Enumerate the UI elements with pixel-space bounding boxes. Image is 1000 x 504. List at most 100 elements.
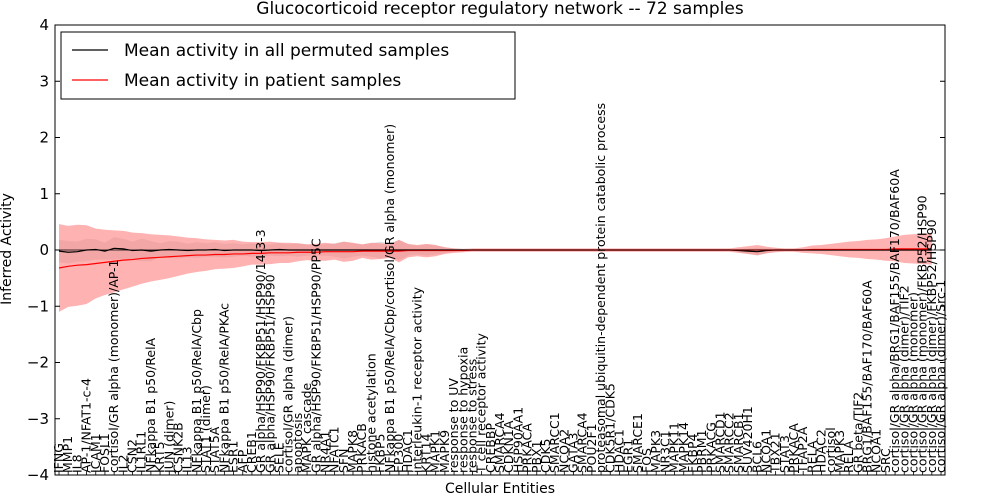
category-label: MAPK3 bbox=[648, 430, 663, 473]
category-label: SMARCA4 bbox=[492, 412, 507, 473]
category-label: NFkappa B1 p50/RelA/Cbp/cortisol/GR alph… bbox=[382, 124, 397, 473]
category-label: SMARCD1 bbox=[713, 411, 728, 473]
category-label: TFAP2A bbox=[795, 426, 810, 474]
category-label: GATA3 bbox=[566, 433, 581, 473]
category-label: HDAC1 bbox=[611, 429, 626, 473]
y-tick-label: 3 bbox=[39, 72, 49, 90]
category-label: PBRM1 bbox=[694, 429, 709, 473]
category-label: AP-1/NFAT1-c-4 bbox=[79, 378, 94, 473]
category-label: RELA bbox=[841, 440, 856, 473]
category-label: cortisol/GR alpha (dimer)/FKBP52/HSP90 bbox=[924, 219, 939, 473]
category-label: cortisol/GR alpha/BRG1/BAF155/BAF170/BAF… bbox=[887, 169, 902, 473]
category-label: EGR1 bbox=[621, 439, 636, 473]
chart-title: Glucocorticoid receptor regulatory netwo… bbox=[256, 0, 744, 19]
category-label: IL8 bbox=[69, 454, 84, 473]
category-label: MAPK9 bbox=[437, 430, 452, 473]
legend-label-permuted: Mean activity in all permuted samples bbox=[124, 41, 449, 61]
category-label: T cell receptor activity bbox=[474, 333, 489, 474]
category-label: ICAM1 bbox=[88, 433, 103, 473]
category-label: SMARCA4 bbox=[575, 412, 590, 473]
confidence-bands bbox=[59, 224, 932, 312]
category-label: SMARCE1 bbox=[630, 413, 645, 473]
category-label: TBX21 bbox=[768, 432, 783, 474]
category-label: PRKACA bbox=[520, 423, 535, 473]
category-label: PRKACA bbox=[786, 423, 801, 473]
band-series-1 bbox=[59, 224, 932, 312]
category-label: CREBBP bbox=[483, 423, 498, 473]
category-label: apoptosis bbox=[290, 413, 305, 473]
category-label: KRT5 bbox=[152, 441, 167, 473]
category-label: FOS bbox=[639, 448, 654, 473]
category-label: FKBP4 bbox=[685, 433, 700, 473]
category-label: KRT14 bbox=[419, 433, 434, 473]
y-tick-label: 1 bbox=[39, 185, 49, 203]
category-label: HDAC2 bbox=[814, 429, 829, 473]
category-label: CDKN1A bbox=[501, 420, 516, 473]
legend-box bbox=[60, 31, 516, 100]
category-label: FOSL1 bbox=[97, 433, 112, 473]
category-label: MAPK11 bbox=[667, 422, 682, 473]
y-tick-label: −4 bbox=[27, 466, 49, 484]
category-label: IL13 bbox=[180, 446, 195, 473]
category-label: NCOA1 bbox=[758, 429, 773, 473]
category-label: SRC bbox=[878, 448, 893, 473]
category-label: STAT5A bbox=[207, 426, 222, 473]
legend-label-patient: Mean activity in patient samples bbox=[124, 71, 401, 91]
category-label: NCOA1 bbox=[869, 429, 884, 473]
category-label: NFkappa B1 p50/RelA/PKAc bbox=[216, 303, 231, 473]
category-label: HSP90AA1 bbox=[510, 407, 525, 473]
category-label: histone acetylation bbox=[363, 353, 378, 473]
category-label: STAT1 (dimer) bbox=[198, 385, 213, 473]
category-label: MAPK cascade bbox=[299, 382, 314, 473]
category-label: GR alpha/HSP90/FKBP51/HSP90/PP5C bbox=[308, 238, 323, 473]
category-label: NFkappa B1 p50/RelA/Cbp bbox=[189, 309, 204, 473]
category-label: RELA bbox=[804, 440, 819, 473]
category-label: SELE bbox=[272, 442, 287, 473]
category-label: cortisol bbox=[823, 427, 838, 473]
category-label: JUN (dimer) bbox=[161, 401, 176, 474]
category-label: BCL6 bbox=[749, 441, 764, 473]
category-label: GR alpha/HSP90/FKBP51/HSP90 bbox=[262, 274, 277, 473]
category-label: GR alpha/HSP90/FKBP51/HSP90/14-3-3 bbox=[253, 229, 268, 473]
category-label: SMARCB1 bbox=[731, 412, 746, 473]
category-labels: IFNGMMP1IL8AP-1/NFAT1-c-4ICAM1FOSL1corti… bbox=[51, 103, 948, 475]
category-label: ESR1 bbox=[226, 441, 241, 473]
x-axis-label: Cellular Entities bbox=[445, 481, 555, 497]
category-label: IL2 bbox=[115, 454, 130, 473]
category-label: CSNK2B bbox=[170, 422, 185, 473]
category-label: NFATC1 bbox=[327, 426, 342, 473]
y-tick-label: 0 bbox=[39, 241, 49, 259]
category-label: FKBP5 bbox=[373, 434, 388, 473]
category-label: SMARCC1 bbox=[547, 412, 562, 473]
category-label: MAPK14 bbox=[676, 422, 691, 473]
category-label: BRG1/BAF155/BAF170/BAF60A bbox=[860, 280, 875, 473]
category-label: SFN bbox=[336, 449, 351, 473]
category-label: SUV420H1 bbox=[740, 406, 755, 473]
category-label: NR3C1 bbox=[657, 430, 672, 473]
category-label: MAPK3 bbox=[832, 430, 847, 473]
y-tick-label: −3 bbox=[27, 410, 49, 428]
category-label: proteasomal ubiquitin-dependent protein … bbox=[593, 103, 608, 473]
category-label: response to stress bbox=[464, 359, 479, 473]
category-label: NFkappa B1 p50/RelA bbox=[143, 337, 158, 473]
category-label: PBX1 bbox=[529, 440, 544, 473]
category-label: response to UV bbox=[446, 378, 461, 473]
category-label: CDK5R1/CDK5 bbox=[602, 383, 617, 473]
category-label: AFP bbox=[235, 449, 250, 473]
category-label: response to hypoxia bbox=[455, 347, 470, 473]
y-tick-label: 2 bbox=[39, 129, 49, 147]
category-label: NR4A1 bbox=[317, 431, 332, 474]
category-label: POU2F1 bbox=[584, 423, 599, 473]
category-label: MMP1 bbox=[60, 436, 75, 473]
category-label: cortisol/GR alpha (dimer)/Src-1 bbox=[933, 280, 948, 473]
plot-frame bbox=[54, 24, 946, 476]
category-label: MAPK8 bbox=[345, 430, 360, 473]
y-tick-label: −2 bbox=[27, 354, 49, 372]
category-label: MAPK1 bbox=[428, 430, 443, 473]
category-label: interleukin-1 receptor activity bbox=[409, 286, 424, 473]
category-label: CSN2 bbox=[125, 439, 140, 473]
series-lines bbox=[55, 247, 945, 269]
